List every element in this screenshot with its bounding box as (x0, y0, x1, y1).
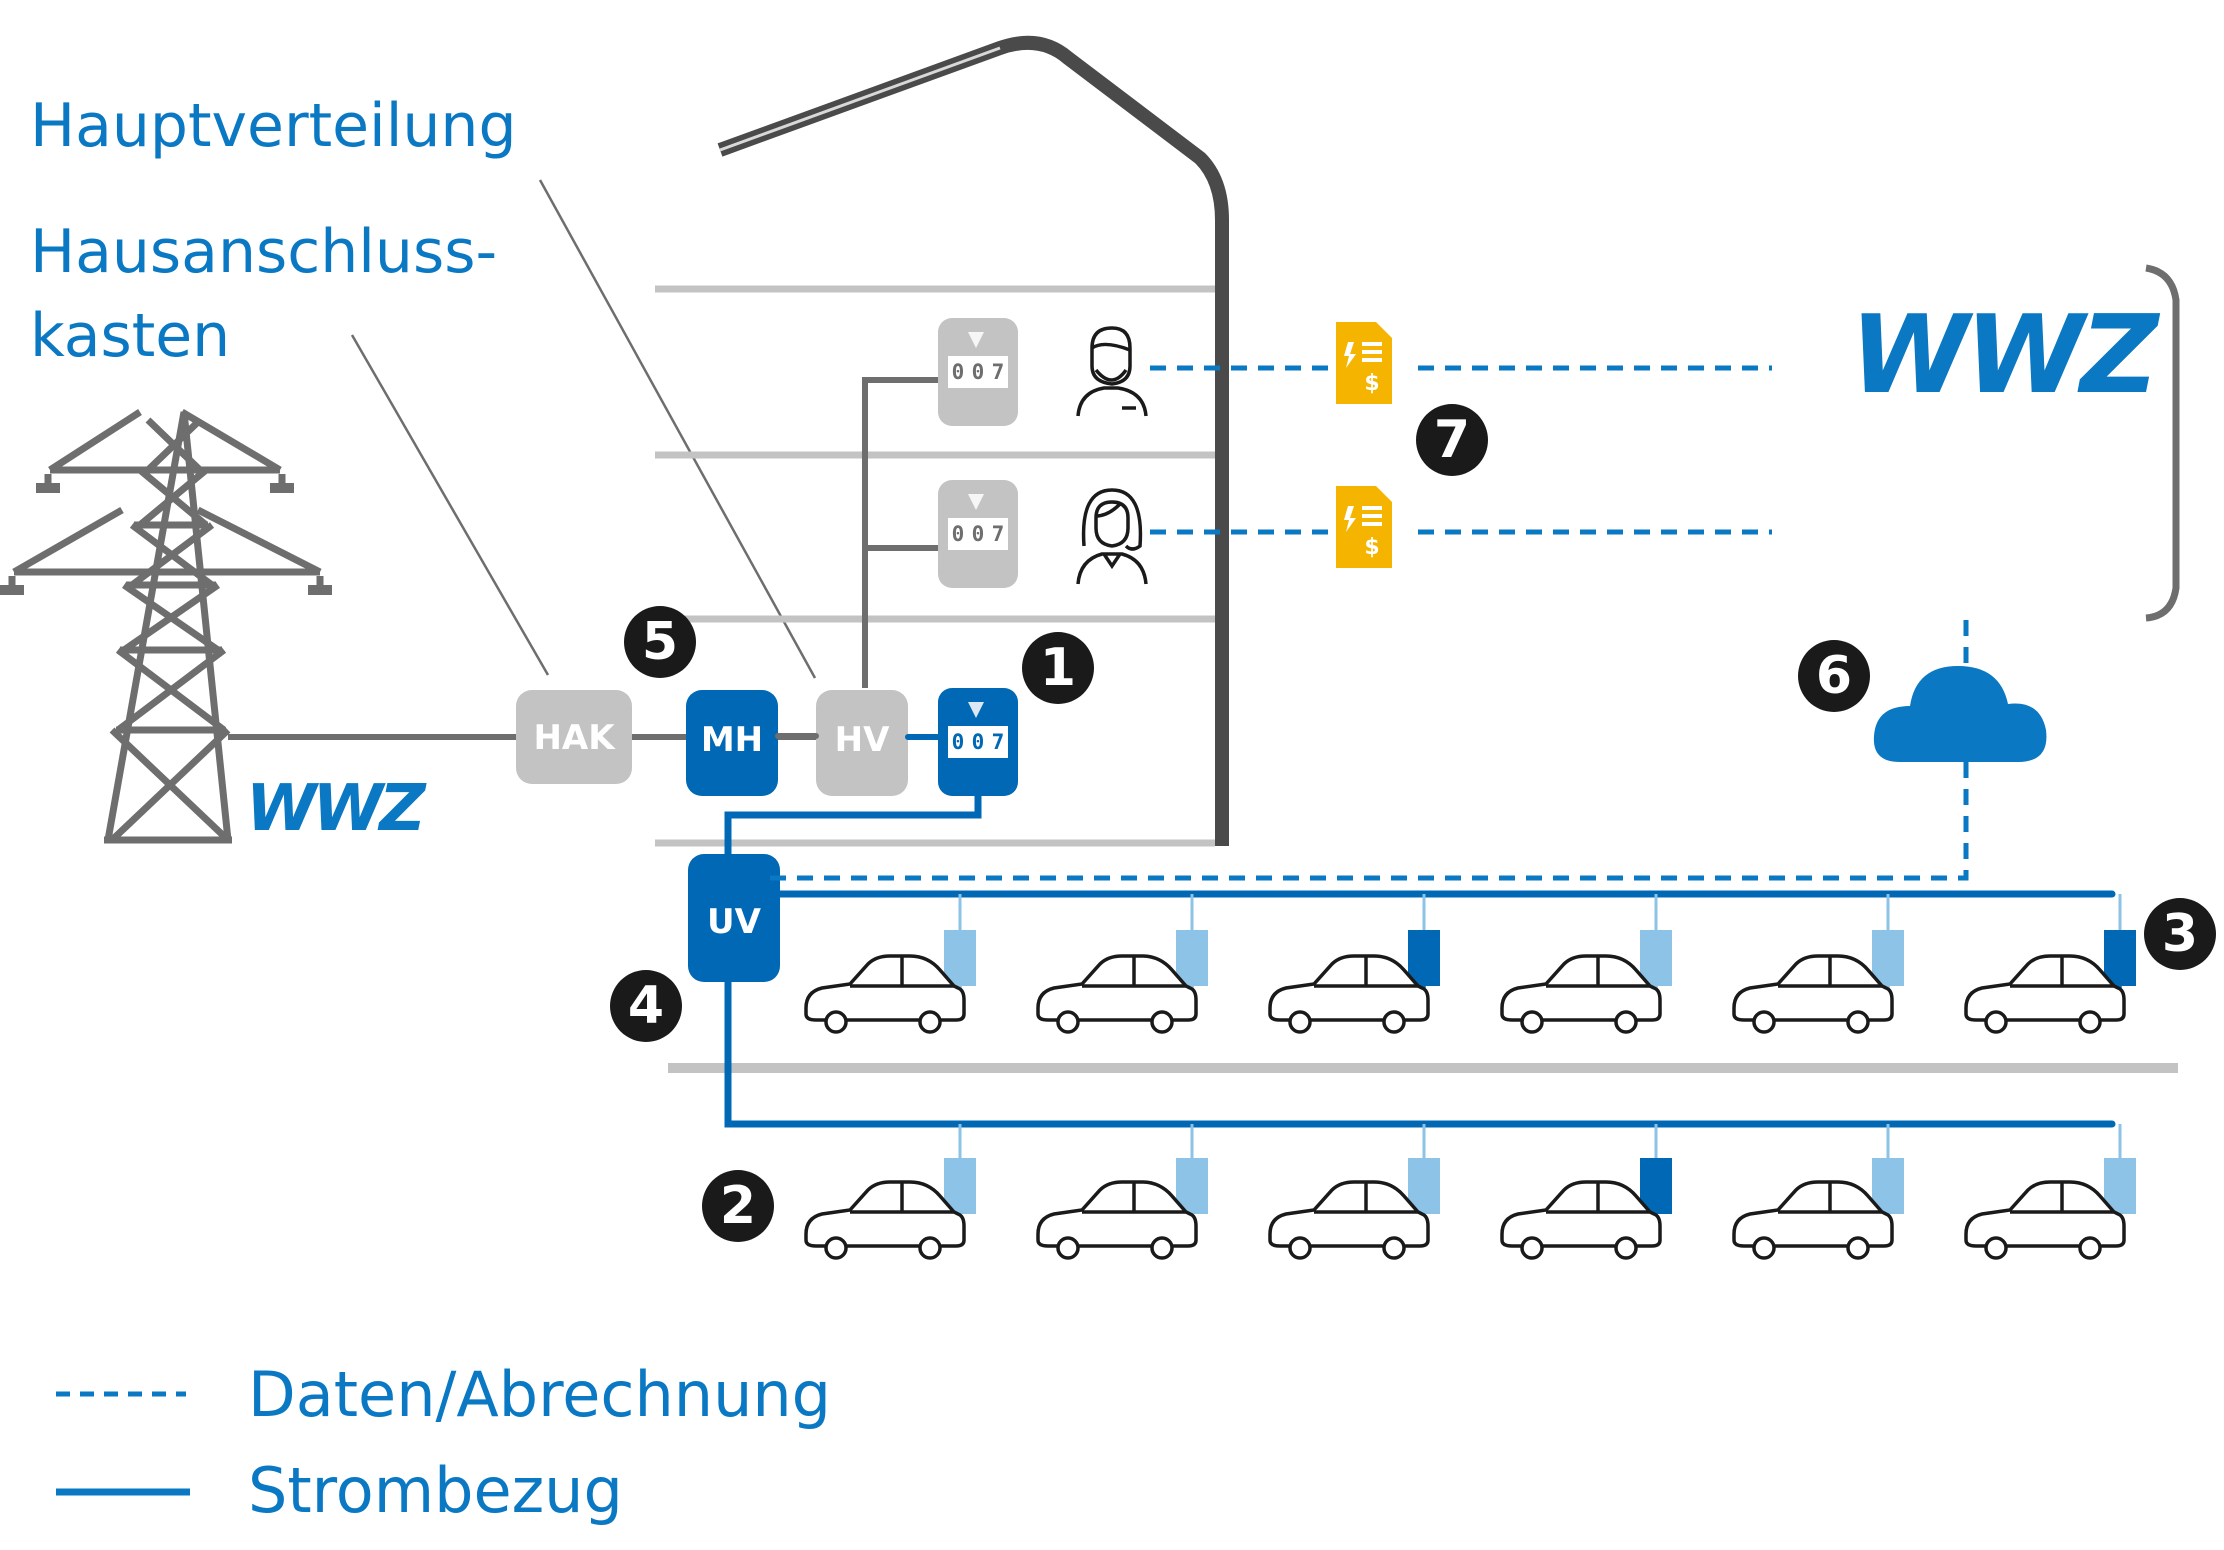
building-roof-edge (719, 46, 1001, 152)
car-icon (804, 1180, 966, 1260)
hauptverteilung-label: Hauptverteilung (30, 91, 517, 161)
svg-text:2: 2 (720, 1176, 756, 1236)
badge-2: 2 (702, 1170, 774, 1242)
uv-box: UV (688, 854, 780, 982)
svg-text:UV: UV (707, 902, 762, 942)
mh-box: MH (686, 690, 778, 796)
meter-digit: 0 (972, 360, 985, 384)
meter-digit: 0 (952, 360, 965, 384)
meter-digit: 0 (952, 522, 965, 546)
car-icon (1964, 1180, 2126, 1260)
car-icon (804, 954, 966, 1034)
hak-box: HAK (516, 690, 632, 784)
car-icon (1036, 954, 1198, 1034)
car-icon (1500, 954, 1662, 1034)
badge-6: 6 (1798, 640, 1870, 712)
legend-dashed-label: Daten/Abrechnung (248, 1358, 831, 1431)
data-lines (770, 365, 1969, 881)
hausanschluss-label-line2: kasten (30, 301, 230, 371)
svg-text:MH: MH (701, 720, 763, 760)
svg-text:7: 7 (1434, 410, 1470, 470)
car-icon (1964, 954, 2126, 1034)
car-icon (1732, 1180, 1894, 1260)
hv-box: HV (816, 690, 908, 796)
svg-text:4: 4 (628, 976, 664, 1036)
pointer-line-hak (350, 334, 550, 676)
woman-icon (1076, 488, 1148, 585)
svg-text:HV: HV (835, 720, 890, 760)
hausanschluss-label-line1: Hausanschluss- (30, 217, 497, 287)
meter-icon: 0 0 7 (938, 318, 1018, 426)
wwz-logo: WWZ (1850, 293, 2160, 418)
power-tower-icon (0, 408, 332, 844)
svg-text:1: 1 (1040, 638, 1076, 698)
car-icon (1036, 1180, 1198, 1260)
car-icon (1268, 954, 1430, 1034)
pointer-line-hv (538, 179, 817, 679)
main-meter-icon: 0 0 7 (938, 688, 1018, 796)
car-icon (1268, 1180, 1430, 1260)
meter-digit: 7 (992, 522, 1005, 546)
badge-7: 7 (1416, 404, 1488, 476)
meter-digit: 7 (992, 730, 1005, 754)
invoice-icon (1336, 486, 1392, 568)
gray-wiring (228, 377, 940, 740)
car-icon (1732, 954, 1894, 1034)
cloud-icon (1873, 666, 2047, 762)
car-icon (1500, 1180, 1662, 1260)
building-roof (717, 35, 1229, 846)
badge-1: 1 (1022, 632, 1094, 704)
badge-3: 3 (2144, 898, 2216, 970)
meter-digit: 7 (992, 360, 1005, 384)
legend-solid-label: Strombezug (248, 1454, 623, 1527)
charging-rows (804, 894, 2136, 1260)
meter-digit: 0 (952, 730, 965, 754)
invoice-icon (1336, 322, 1392, 404)
svg-text:HAK: HAK (533, 718, 616, 758)
wwz-bracket (2145, 264, 2180, 622)
svg-text:6: 6 (1816, 646, 1852, 706)
meter-digit: 0 (972, 522, 985, 546)
meter-digit: 0 (972, 730, 985, 754)
meter-icon: 0 0 7 (938, 480, 1018, 588)
wwz-logo-grid: WWZ (246, 772, 427, 846)
svg-text:3: 3 (2162, 904, 2198, 964)
svg-text:5: 5 (642, 612, 678, 672)
badge-5: 5 (624, 606, 696, 678)
man-icon (1076, 326, 1148, 417)
badge-4: 4 (610, 970, 682, 1042)
